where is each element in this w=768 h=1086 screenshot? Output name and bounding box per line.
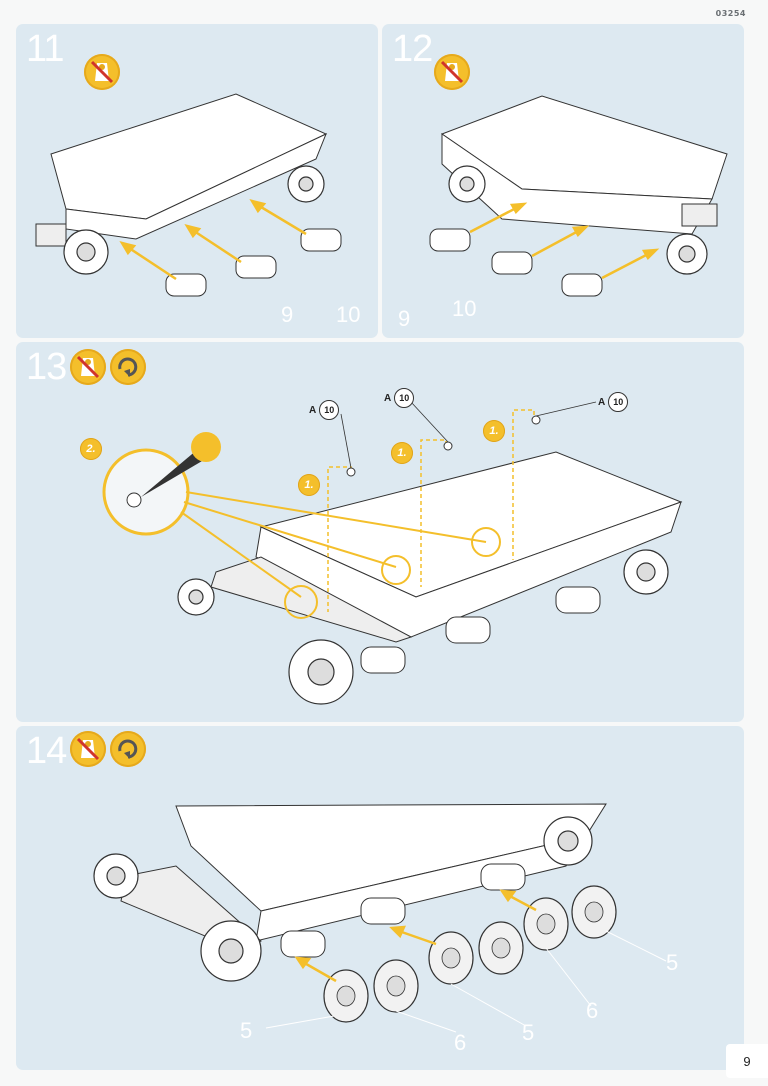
part-label: 5 bbox=[240, 1018, 253, 1043]
step-number: 14 bbox=[26, 730, 67, 772]
part-reference: A 10 bbox=[384, 388, 415, 408]
no-glue-icon bbox=[434, 54, 470, 90]
rotate-icon bbox=[110, 349, 146, 385]
page-number: 9 bbox=[726, 1044, 768, 1078]
part-reference: A 10 bbox=[598, 392, 629, 412]
part-reference: A 10 bbox=[309, 400, 340, 420]
part-label: 10 bbox=[452, 296, 477, 321]
part-label: 5 bbox=[522, 1020, 535, 1045]
substep-badge: 1. bbox=[391, 442, 413, 464]
substep-badge: 1. bbox=[298, 474, 320, 496]
part-label: 6 bbox=[586, 998, 599, 1023]
rotate-icon bbox=[110, 731, 146, 767]
no-glue-icon bbox=[70, 349, 106, 385]
step-12-illustration bbox=[429, 95, 728, 297]
step-11-panel: 11 9 10 bbox=[16, 24, 378, 338]
part-label: 9 bbox=[281, 302, 294, 327]
step-number: 11 bbox=[26, 28, 64, 70]
step-11-illustration bbox=[35, 93, 342, 297]
step-14-panel: 14 bbox=[16, 726, 744, 1070]
part-label: 5 bbox=[666, 950, 679, 975]
kit-code: 03254 bbox=[715, 9, 746, 18]
step-number: 13 bbox=[26, 346, 67, 388]
part-label: 10 bbox=[336, 302, 361, 327]
substep-badge: 1. bbox=[483, 420, 505, 442]
step-12-panel: 12 9 10 bbox=[382, 24, 744, 338]
step-13-illustration bbox=[102, 401, 683, 705]
part-label: 6 bbox=[454, 1030, 467, 1055]
step-14-illustration bbox=[93, 803, 667, 1033]
no-glue-icon bbox=[70, 731, 106, 767]
no-glue-icon bbox=[84, 54, 120, 90]
step-13-panel: 13 bbox=[16, 342, 744, 722]
substep-badge: 2. bbox=[80, 438, 102, 460]
step-number: 12 bbox=[392, 28, 433, 70]
part-label: 9 bbox=[398, 306, 411, 331]
